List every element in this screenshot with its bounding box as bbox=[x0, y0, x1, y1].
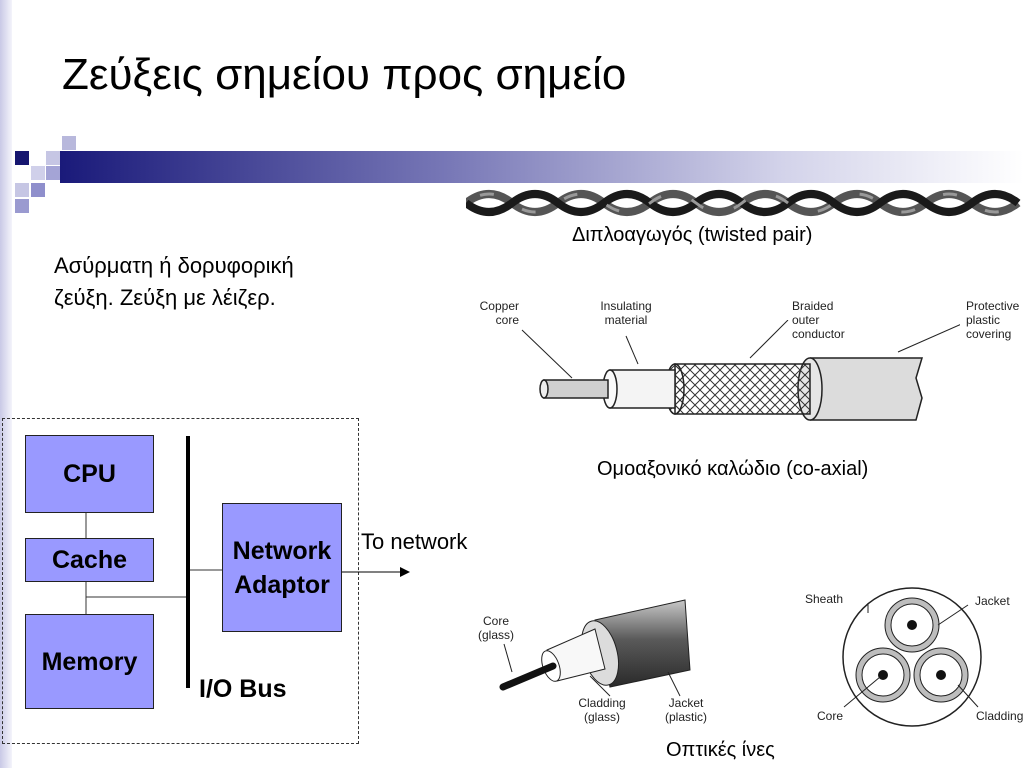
fiber-cross-label-cladding: Cladding bbox=[976, 709, 1024, 723]
cpu-label: CPU bbox=[63, 460, 116, 488]
coaxial-cable-image bbox=[539, 357, 924, 421]
coax-label-protective: Protective plastic covering bbox=[966, 299, 1020, 341]
network-label: Network bbox=[232, 536, 332, 565]
fiber-cross-label-sheath: Sheath bbox=[805, 592, 844, 606]
slide-left-strip bbox=[0, 0, 12, 768]
body-line-1: Ασύρματη ή δορυφορική bbox=[54, 253, 294, 278]
coax-label-copper-core: Copper core bbox=[479, 299, 519, 327]
fiber-side-image bbox=[499, 599, 691, 691]
fiber-label-jacket: Jacket (plastic) bbox=[664, 696, 707, 724]
fiber-cross-leader-lines bbox=[843, 603, 979, 708]
to-network-label: To network bbox=[361, 529, 468, 554]
coaxial-leader-lines bbox=[521, 320, 960, 379]
fiber-label-core: Core (glass) bbox=[478, 614, 515, 642]
coaxial-caption: Ομοαξονικό καλώδιο (co-axial) bbox=[597, 458, 869, 480]
fiber-side-leader-lines bbox=[503, 643, 681, 697]
adaptor-label: Adaptor bbox=[234, 570, 330, 599]
twisted-pair-caption: Διπλοαγωγός (twisted pair) bbox=[572, 224, 813, 246]
body-text: Ασύρματη ή δορυφορική ζεύξη. Ζεύξη με λέ… bbox=[54, 250, 294, 314]
computer-diagram-lines bbox=[85, 436, 410, 688]
memory-label: Memory bbox=[41, 647, 138, 676]
cache-box: Cache bbox=[25, 538, 154, 582]
fiber-label-cladding: Cladding (glass) bbox=[578, 696, 626, 724]
fiber-cross-section-image bbox=[842, 587, 982, 727]
coax-label-insulating: Insulating material bbox=[600, 299, 652, 327]
fiber-cross-label-core: Core bbox=[817, 709, 844, 723]
twisted-pair-image bbox=[466, 190, 1021, 216]
fiber-cross-label-jacket: Jacket bbox=[975, 594, 1010, 608]
network-adaptor-box: Network Adaptor bbox=[222, 503, 342, 632]
io-bus-label: I/O Bus bbox=[199, 675, 287, 703]
fiber-caption: Οπτικές ίνες bbox=[666, 739, 775, 761]
computer-boundary bbox=[2, 418, 359, 744]
title-gradient-bar bbox=[60, 151, 1024, 183]
memory-box: Memory bbox=[25, 614, 154, 709]
coax-label-braided: Braided outer conductor bbox=[792, 299, 845, 341]
cpu-box: CPU bbox=[25, 435, 154, 513]
body-line-2: ζεύξη. Ζεύξη με λέιζερ. bbox=[54, 285, 276, 310]
slide-title: Ζεύξεις σημείου προς σημείο bbox=[62, 50, 627, 99]
cache-label: Cache bbox=[51, 546, 128, 574]
